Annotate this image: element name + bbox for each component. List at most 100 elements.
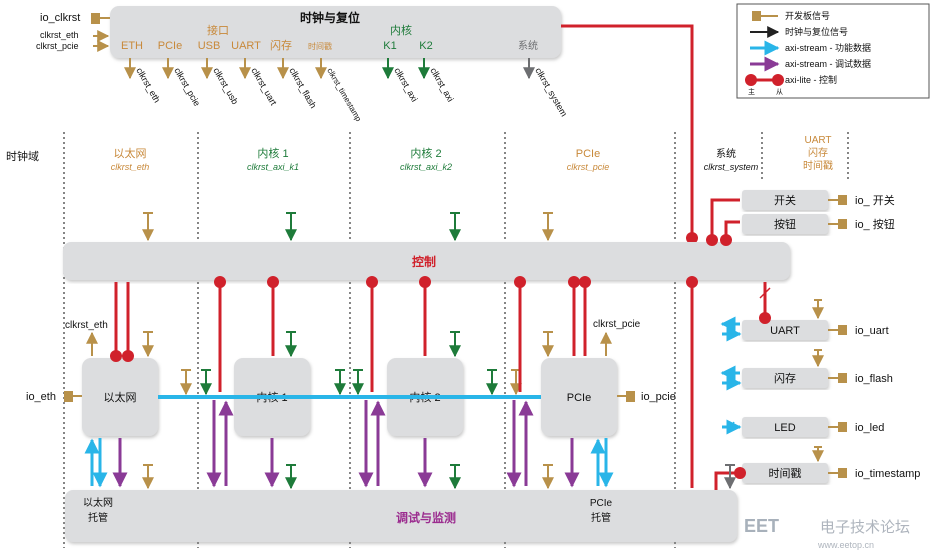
clkrst-block xyxy=(110,6,561,58)
domain-uart-l2: 闪存 xyxy=(808,146,828,159)
legend-label: axi-stream - 功能数据 xyxy=(785,42,871,53)
uart-box xyxy=(742,320,828,340)
pcie-clk-label: clkrst_pcie xyxy=(593,319,641,330)
clkrst-pcie-input-label: clkrst_pcie xyxy=(36,41,79,51)
board-signal-icon xyxy=(626,391,635,402)
domain-uart-l3: 时间戳 xyxy=(803,159,833,172)
watermark-text: 电子技术论坛 xyxy=(820,519,910,536)
domain-k2-name: 内核 2 xyxy=(410,146,441,160)
domain-k1-name: 内核 1 xyxy=(257,146,288,160)
debug-bar xyxy=(65,490,737,542)
clkrst-eth-input-label: clkrst_eth xyxy=(40,30,79,40)
port-timestamp: 时间戳 xyxy=(308,41,332,51)
flash-box xyxy=(742,368,828,388)
io-switch-label: io_ 开关 xyxy=(855,193,895,207)
clkrst-out-label: clkrst_timestamp xyxy=(325,67,363,124)
block-clock-arrows xyxy=(142,331,554,396)
peripheral-stream-arrows xyxy=(720,316,742,435)
debug-clock-arrows xyxy=(142,464,736,490)
clkrst-title: 时钟与复位 xyxy=(300,10,360,25)
io-eth-label: io_eth xyxy=(26,391,56,403)
debug-links xyxy=(112,400,580,488)
port-uart: UART xyxy=(231,40,261,52)
io-pcie-label: io_pcie xyxy=(641,391,676,403)
debug-label: 调试与监测 xyxy=(396,510,456,525)
peripheral-clock-arrows xyxy=(812,299,824,463)
io-led-label: io_led xyxy=(855,422,884,434)
domain-k1-sub: clkrst_axi_k1 xyxy=(247,162,299,172)
legend-label: 时钟与复位信号 xyxy=(785,26,848,37)
clkrst-out-label: clkrst_eth xyxy=(134,66,162,104)
port-eth: ETH xyxy=(121,40,143,52)
watermark-url: www.eetop.cn xyxy=(817,540,874,550)
domain-k2-sub: clkrst_axi_k2 xyxy=(400,162,452,172)
eth-block xyxy=(82,358,158,436)
board-signal-icon xyxy=(838,219,847,229)
board-signal-icon xyxy=(838,325,847,335)
legend-label: axi-stream - 调试数据 xyxy=(785,58,871,69)
eth-clk-label: clkrst_eth xyxy=(65,320,108,331)
control-label: 控制 xyxy=(412,254,436,269)
button-label: 按钮 xyxy=(774,217,796,231)
ts-ctrl-link xyxy=(714,467,746,490)
timestamp-label: 时间戳 xyxy=(769,467,802,480)
board-signal-icon xyxy=(91,13,100,24)
control-bar xyxy=(63,242,790,280)
port-k2: K2 xyxy=(419,40,432,52)
io-timestamp-label: io_timestamp xyxy=(855,468,920,480)
legend-master: 主 xyxy=(748,87,755,96)
domain-system-name: 系统 xyxy=(716,147,736,160)
domain-eth-name: 以太网 xyxy=(114,147,147,160)
domain-pcie-sub: clkrst_pcie xyxy=(567,162,610,172)
io-clkrst-label: io_clkrst xyxy=(40,12,80,24)
clkrst-out-label: clkrst_flash xyxy=(287,66,318,110)
led-box xyxy=(742,417,828,437)
watermark-logo: EET xyxy=(744,516,779,536)
ctrl-bus-slash xyxy=(759,287,771,299)
port-flash: 闪存 xyxy=(270,38,292,52)
clkrst-out-label: clkrst_pcie xyxy=(172,66,202,108)
io-uart-label: io_uart xyxy=(855,325,889,337)
flash-label: 闪存 xyxy=(774,371,796,385)
switch-label: 开关 xyxy=(774,193,796,207)
domain-dividers xyxy=(63,132,849,548)
button-ctrl-link xyxy=(720,220,740,246)
pcie-host-line1: PCIe xyxy=(590,498,613,509)
io-flash-label: io_flash xyxy=(855,373,893,385)
board-signal-icon xyxy=(838,422,847,432)
board-signal-icon xyxy=(838,195,847,205)
peripheral-io: io_ 开关 io_ 按钮 io_uart io_flash io_led io… xyxy=(828,193,920,480)
led-bus-slash xyxy=(727,421,735,433)
timestamp-box xyxy=(742,463,828,483)
domain-pcie-name: PCIe xyxy=(576,148,600,160)
eth-host-line1: 以太网 xyxy=(83,496,113,509)
led-label: LED xyxy=(774,422,795,434)
pcie-block-label: PCIe xyxy=(567,392,591,404)
board-signal-icon xyxy=(752,11,761,21)
legend-slave: 从 xyxy=(776,88,783,96)
port-k1: K1 xyxy=(383,40,396,52)
switch-ctrl-link xyxy=(706,198,740,246)
uart-label: UART xyxy=(770,325,800,337)
port-pcie: PCIe xyxy=(158,40,182,52)
clkrst-out-label: clkrst_uart xyxy=(249,66,279,107)
board-signal-icon xyxy=(838,468,847,478)
domain-system-sub: clkrst_system xyxy=(704,162,759,172)
clkrst-core-header: 内核 xyxy=(390,23,412,37)
clock-domain-title: 时钟域 xyxy=(6,149,39,163)
port-usb: USB xyxy=(198,40,221,52)
board-signal-icon xyxy=(838,373,847,383)
peripheral-boxes: 开关 按钮 UART 闪存 LED 时间戳 xyxy=(742,190,828,483)
domain-eth-sub: clkrst_eth xyxy=(111,162,150,172)
board-signal-icon xyxy=(64,391,73,402)
legend-label: axi-lite - 控制 xyxy=(785,74,837,85)
eth-block-label: 以太网 xyxy=(104,391,137,404)
port-system: 系统 xyxy=(518,39,538,52)
pcie-block xyxy=(541,358,617,436)
legend-label: 开发板信号 xyxy=(785,10,830,21)
host-stream-links xyxy=(84,438,614,488)
clkrst-out-label: clkrst_axi xyxy=(428,66,455,103)
clkrst-outputs: clkrst_eth clkrst_pcie clkrst_usb clkrst… xyxy=(124,58,569,124)
eth-host-line2: 托管 xyxy=(88,511,108,524)
